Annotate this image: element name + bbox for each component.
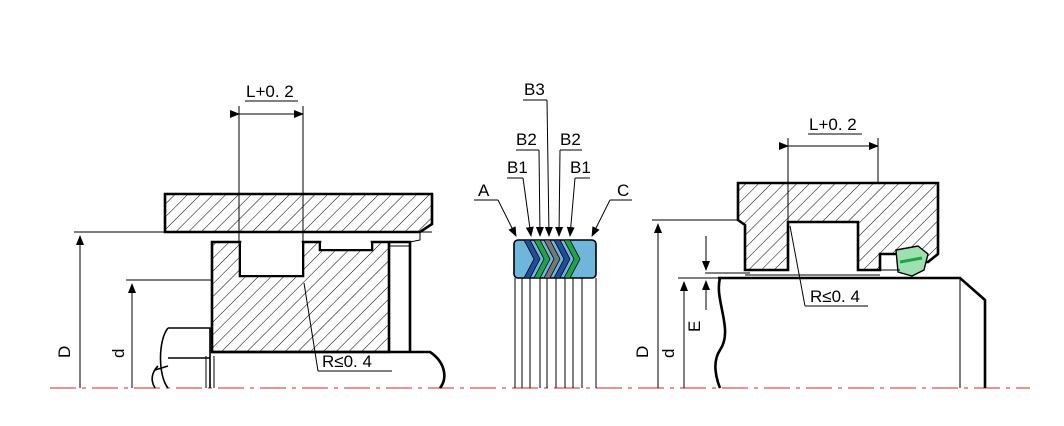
right-radius-note: R≤0. 4 [810, 287, 860, 306]
middle-view: A B1 B2 B3 B2 B1 C [474, 80, 632, 388]
chevron-green-1 [533, 239, 551, 279]
left-d-inner-label: d [109, 349, 128, 358]
left-shaft-outline [212, 350, 446, 389]
left-groove [241, 243, 302, 275]
label-a: A [478, 181, 490, 200]
label-b3: B3 [524, 80, 545, 99]
right-d-inner-label: d [659, 349, 678, 358]
right-view: L+0. 2 D d E R≤0. 4 [633, 115, 987, 389]
projection-lines [514, 278, 597, 388]
left-housing [163, 192, 434, 234]
label-b2-left: B2 [516, 130, 537, 149]
chevron-gray [543, 239, 561, 279]
chevron-green-2 [563, 239, 581, 279]
label-c: C [617, 181, 629, 200]
right-d-outer-label: D [633, 346, 652, 358]
left-nut [159, 327, 211, 389]
right-shaft-outline [718, 276, 987, 388]
label-b2-right: B2 [560, 130, 581, 149]
chevron-navy-1 [523, 239, 541, 279]
label-b1-left: B1 [507, 158, 528, 177]
chevron-navy-2 [553, 239, 571, 279]
right-shaft-break [714, 277, 727, 389]
right-l-dim: L+0. 2 [809, 115, 857, 134]
right-e-label: E [685, 321, 704, 332]
left-radius-note: R≤0. 4 [322, 352, 372, 371]
left-step [389, 240, 412, 352]
left-view: L+0. 2 D d R≤0. 4 [55, 82, 446, 389]
left-l-dim: L+0. 2 [246, 82, 294, 101]
label-b1-right: B1 [570, 158, 591, 177]
left-d-outer-label: D [55, 346, 74, 358]
